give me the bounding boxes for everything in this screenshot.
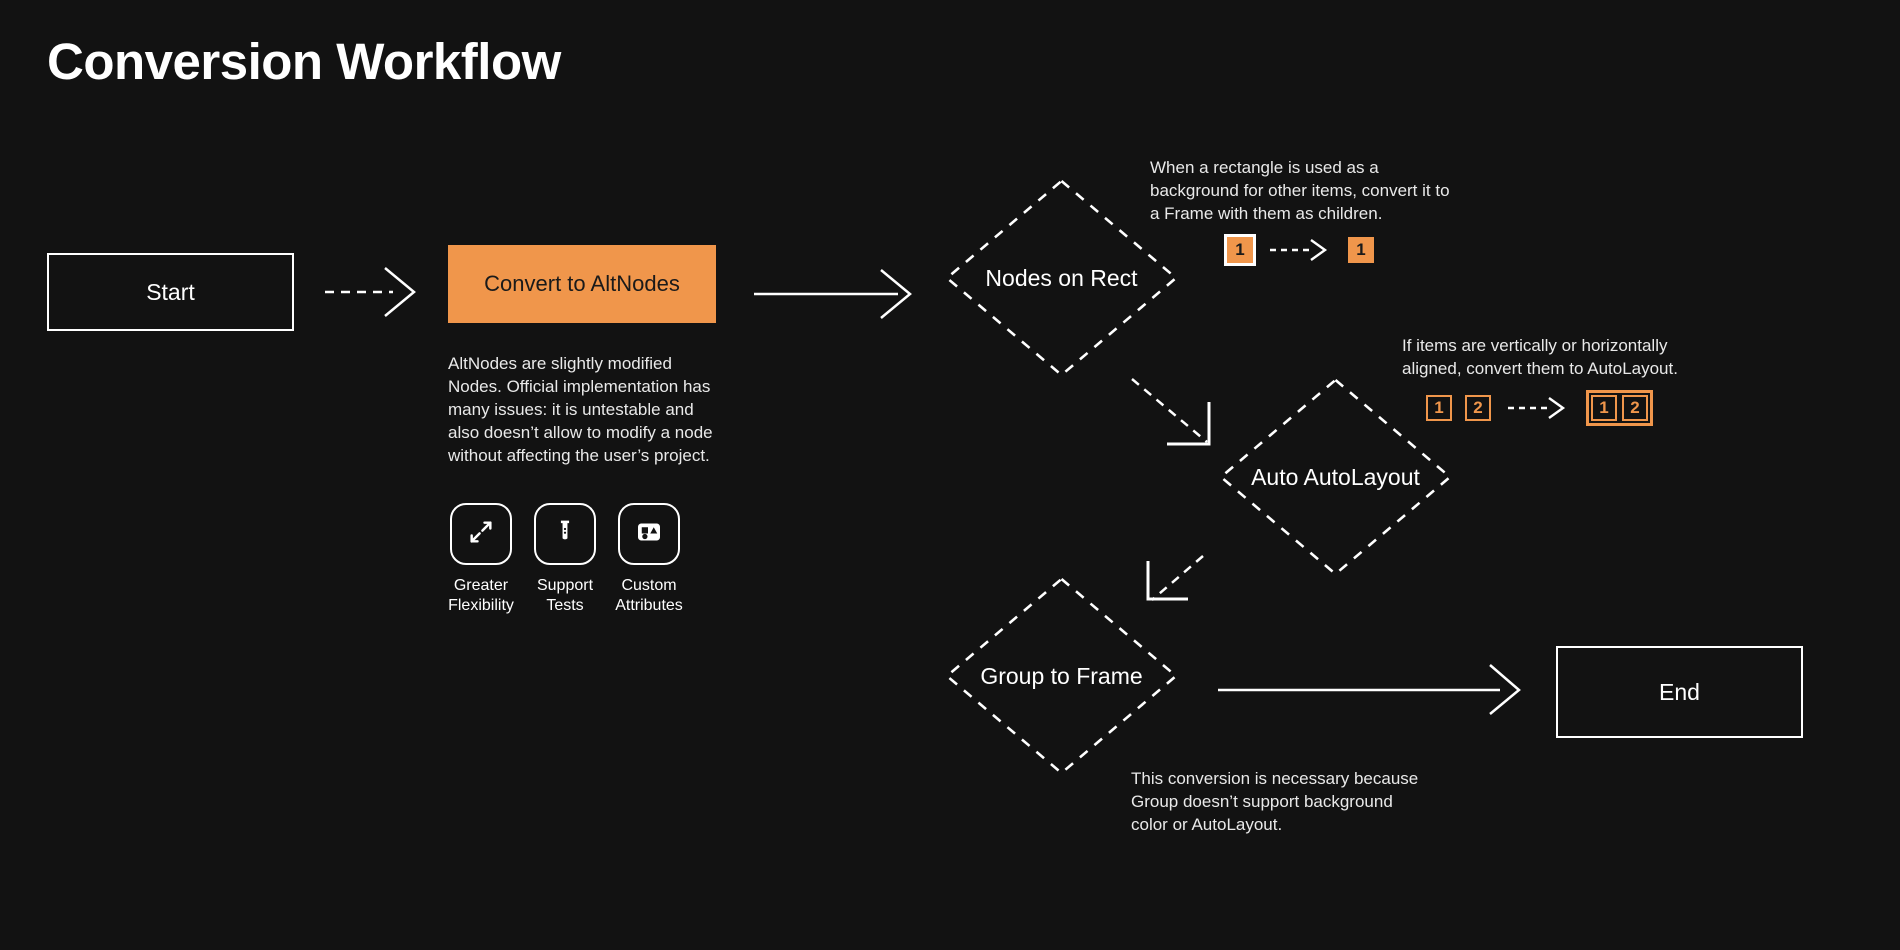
badge-after: 2: [1622, 395, 1648, 421]
badge-illustration-nodes-on-rect: 1 1: [1224, 234, 1374, 266]
badge-before: 1: [1224, 234, 1256, 266]
node-group-to-frame-label: Group to Frame: [980, 662, 1143, 689]
annotation-auto-autolayout: If items are vertically or horizontally …: [1402, 336, 1678, 378]
shapes-panel-icon: [634, 517, 664, 552]
feature-label: Custom Attributes: [615, 577, 683, 614]
badge-transform-arrow-icon: [1269, 238, 1332, 262]
node-start[interactable]: Start: [47, 253, 294, 331]
connector-convert-to-nodesonrect: [754, 269, 912, 319]
node-start-label: Start: [146, 278, 195, 305]
node-end[interactable]: End: [1556, 646, 1803, 738]
node-convert-to-altnodes[interactable]: Convert to AltNodes: [448, 245, 716, 323]
connector-grouptoframe-to-end: [1218, 664, 1521, 715]
badge-after: 1: [1591, 395, 1617, 421]
annotation-nodes-on-rect: When a rectangle is used as a background…: [1150, 158, 1450, 223]
node-convert-label: Convert to AltNodes: [484, 271, 680, 296]
badge-after: 1: [1348, 237, 1374, 263]
diamond-outline: [944, 577, 1179, 775]
feature-icon-container: [450, 503, 512, 565]
badge-group-frame: 1 2: [1586, 390, 1653, 426]
feature-label: Support Tests: [536, 577, 594, 614]
feature-icon-container: [618, 503, 680, 565]
diamond-outline: [1218, 378, 1453, 576]
node-auto-autolayout[interactable]: Auto AutoLayout: [1218, 377, 1453, 577]
annotation-group-to-frame: This conversion is necessary because Gro…: [1131, 769, 1419, 834]
connector-start-to-convert: [325, 267, 416, 317]
badge-before: 2: [1465, 395, 1491, 421]
node-nodes-on-rect-label: Nodes on Rect: [985, 264, 1138, 291]
badge-transform-arrow-icon: [1507, 396, 1570, 420]
test-tube-icon: [551, 518, 579, 551]
feature-card-custom-attributes[interactable]: Custom Attributes: [615, 503, 683, 616]
feature-icon-container: [534, 503, 596, 565]
node-end-label: End: [1659, 678, 1700, 705]
badge-before: 1: [1426, 395, 1452, 421]
connector-nodesonrect-to-autoautolayout: [1131, 378, 1211, 446]
page-title: Conversion Workflow: [47, 33, 561, 90]
feature-label: Greater Flexibility: [448, 577, 514, 614]
expand-arrows-icon: [467, 518, 495, 551]
node-nodes-on-rect[interactable]: Nodes on Rect: [944, 178, 1179, 378]
feature-card-list: Greater Flexibility Support Tests: [448, 503, 683, 616]
feature-card-greater-flexibility[interactable]: Greater Flexibility: [448, 503, 514, 616]
node-auto-autolayout-label: Auto AutoLayout: [1251, 463, 1420, 490]
altnodes-description: AltNodes are slightly modified Nodes. Of…: [448, 354, 713, 466]
node-group-to-frame[interactable]: Group to Frame: [944, 576, 1179, 776]
feature-card-support-tests[interactable]: Support Tests: [532, 503, 598, 616]
diamond-outline: [944, 179, 1179, 377]
badge-illustration-auto-autolayout: 1 2 1 2: [1426, 390, 1653, 426]
